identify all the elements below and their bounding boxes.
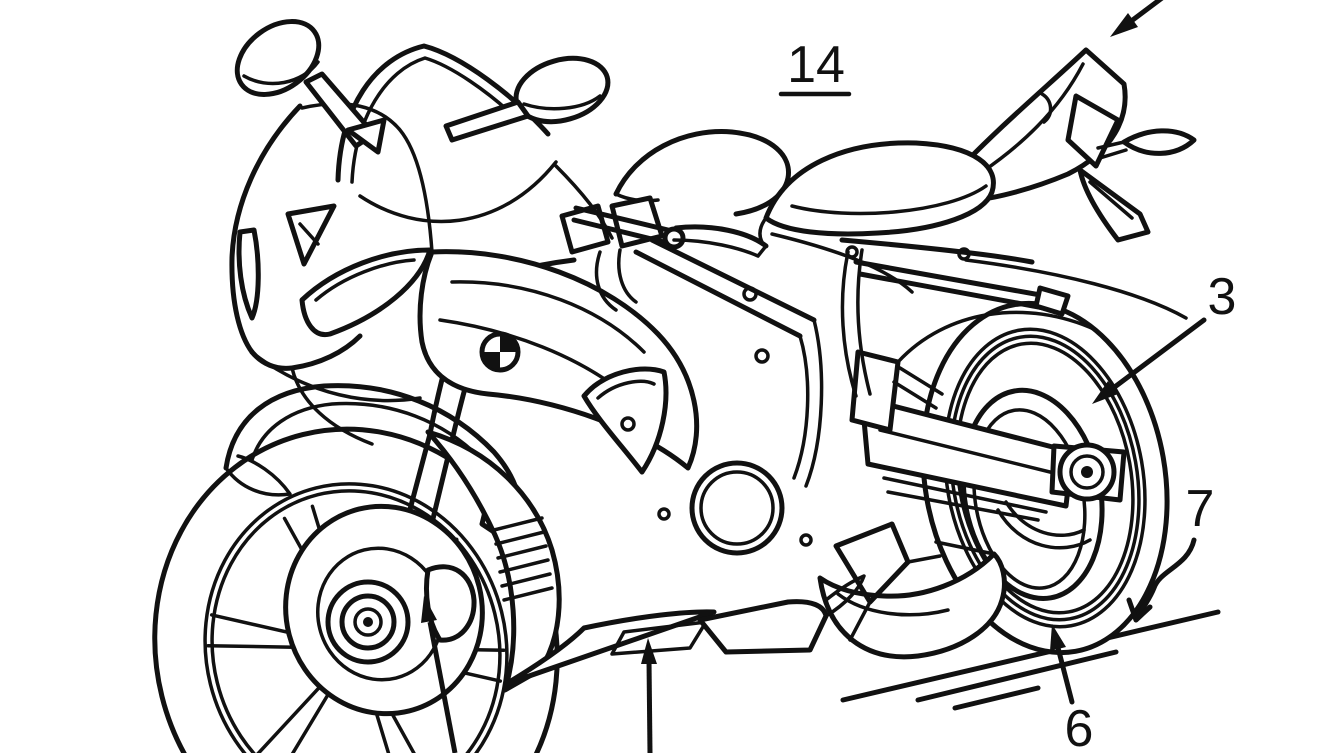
rear-hugger (896, 310, 1098, 364)
engine (657, 460, 942, 642)
ref-3-label: 3 (1208, 268, 1237, 326)
right-mirror (443, 55, 611, 143)
figure-number-label: 14 (787, 36, 845, 94)
ref-6-label: 6 (1065, 700, 1094, 753)
swingarm (840, 248, 1075, 522)
exhaust-cowl (817, 540, 1007, 660)
front-fairing (229, 102, 700, 475)
belly-fairing (503, 574, 866, 687)
intake-swoosh (299, 247, 433, 338)
brand-roundel (479, 331, 521, 373)
rear-axle (1049, 442, 1127, 503)
belly-arrow (641, 638, 657, 753)
brake-lever (673, 224, 769, 249)
headlight-slit (236, 227, 261, 321)
frame-spar (633, 232, 914, 488)
tail-arrow (1110, 0, 1164, 37)
rear-subframe (839, 237, 1071, 317)
ground-lines (840, 609, 1221, 711)
ref-7: 7 (1126, 480, 1215, 623)
front-brake-disc (283, 503, 485, 717)
ref-6: 6 (1050, 624, 1093, 753)
vent-triangle (285, 203, 337, 267)
ref-3: 3 (1092, 268, 1236, 404)
seat (758, 140, 996, 244)
chain-guard (964, 258, 1188, 320)
front-brake-leader (421, 596, 458, 753)
ref-7-label: 7 (1186, 480, 1215, 538)
annotations: 14 3 7 6 (421, 0, 1236, 753)
handlebar (559, 195, 769, 312)
left-mirror (234, 19, 387, 155)
turn-signals (1065, 93, 1197, 243)
